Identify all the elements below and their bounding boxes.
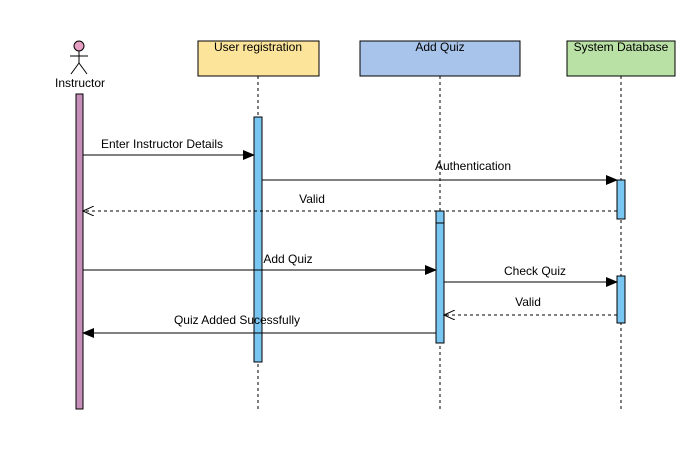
actor-activation-bar: [75, 93, 84, 410]
message-label: Quiz Added Sucessfully: [174, 313, 300, 327]
message-valid-return-1: Valid: [83, 192, 617, 211]
message-label: Check Quiz: [504, 264, 566, 278]
participant-box: [197, 40, 320, 77]
activation-add-quiz-2: [435, 222, 445, 344]
participant-system-database: System Database: [566, 40, 676, 77]
participant-label: System Database: [574, 40, 669, 54]
activation-system-database-1: [616, 179, 626, 220]
participant-user-registration: User registration: [197, 40, 320, 77]
message-check-quiz: Check Quiz: [444, 264, 618, 287]
participant-label: Add Quiz: [415, 40, 464, 54]
actor-label: Instructor: [55, 76, 105, 90]
message-label: Add Quiz: [263, 252, 312, 266]
activation-add-quiz-1: [435, 210, 445, 224]
participant-add-quiz: Add Quiz: [359, 40, 521, 77]
message-valid-return-2: Valid: [444, 295, 617, 315]
participant-box: [566, 40, 676, 77]
activation-user-registration: [253, 116, 263, 363]
message-label: Valid: [515, 295, 541, 309]
message-add-quiz: Add Quiz: [83, 252, 437, 275]
activation-system-database-2: [616, 275, 626, 324]
message-quiz-added-successfully: Quiz Added Sucessfully: [82, 313, 436, 338]
message-authentication: Authentication: [262, 159, 618, 185]
message-label: Valid: [299, 192, 325, 206]
message-label: Enter Instructor Details: [101, 137, 223, 151]
participant-label: User registration: [214, 40, 302, 54]
message-enter-instructor-details: Enter Instructor Details: [83, 137, 255, 160]
actor-instructor: Instructor: [55, 40, 105, 90]
message-label: Authentication: [435, 159, 511, 173]
actor-head: [73, 40, 85, 52]
